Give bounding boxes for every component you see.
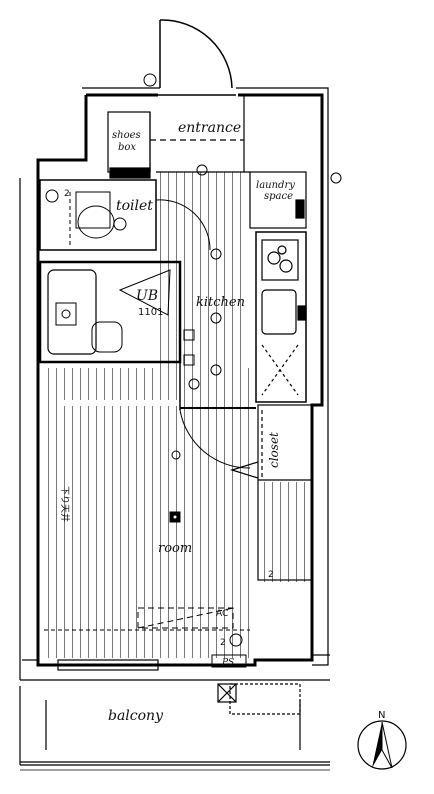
balcony <box>19 683 330 766</box>
outer-structure <box>19 87 330 681</box>
compass-ring <box>357 720 407 770</box>
toilet-label: toilet <box>116 198 153 214</box>
outlet-label-2c: 2 <box>64 189 70 199</box>
ceiling-note-label: 下り天井 <box>59 486 71 522</box>
ac-label: AC <box>216 609 228 619</box>
entrance-door <box>158 19 236 96</box>
unit-bath <box>38 260 182 410</box>
laundry-label-1: laundry <box>256 180 295 191</box>
room-fixtures <box>44 450 250 668</box>
north-compass: N <box>357 710 407 770</box>
kitchen-counter <box>249 171 307 403</box>
compass-arrow-icon <box>372 722 382 768</box>
unit-bath-label: UB <box>136 288 158 304</box>
shoes-box-label-2: box <box>118 142 136 153</box>
entrance-area <box>107 95 250 179</box>
room-label: room <box>158 541 192 556</box>
toilet-room <box>39 179 211 251</box>
closet-flooring <box>262 482 312 582</box>
balcony-window <box>57 659 159 671</box>
outlet-label-2a: 2 <box>268 570 274 580</box>
kitchen-flooring <box>156 172 248 368</box>
room-flooring-white-mid <box>60 400 180 406</box>
compass-north-label: N <box>378 710 385 721</box>
ps-label: PS <box>221 658 234 668</box>
ceiling-fixtures <box>143 73 342 390</box>
unit-bath-size-label: 1101 <box>138 307 163 318</box>
entrance-label: entrance <box>178 120 241 136</box>
kitchen-label: kitchen <box>196 295 245 310</box>
room-flooring <box>44 368 249 658</box>
outlet-label-2b: 2 <box>220 638 226 648</box>
balcony-label: balcony <box>108 708 164 724</box>
laundry-label-2: space <box>264 191 293 202</box>
closet <box>229 404 313 581</box>
shoes-box-label-1: shoes <box>112 130 141 141</box>
closet-label: closet <box>267 432 281 468</box>
exterior-walls <box>36 93 324 667</box>
room-door-arc <box>179 409 251 469</box>
